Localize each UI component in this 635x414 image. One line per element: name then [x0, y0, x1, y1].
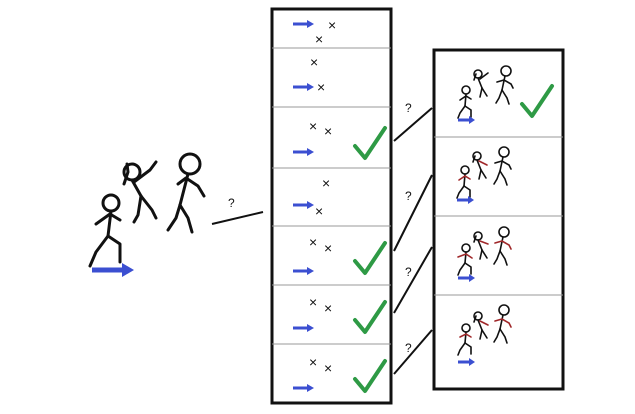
middle-panel: × × × × × × ×	[270, 7, 393, 405]
stick-figure-icon	[457, 85, 472, 119]
stick-figure-icon	[493, 226, 512, 266]
middle-row: × ×	[293, 17, 336, 47]
connector-label: ?	[405, 189, 412, 203]
arrow-right-icon	[293, 324, 314, 332]
x-mark-icon: ×	[315, 31, 323, 47]
arrow-right-icon	[293, 83, 314, 91]
middle-row: × ×	[293, 234, 387, 275]
right-row	[456, 146, 512, 204]
x-mark-icon: ×	[309, 234, 317, 250]
x-mark-icon: ×	[309, 294, 317, 310]
arrow-right-icon	[293, 148, 314, 156]
x-mark-icon: ×	[309, 118, 317, 134]
x-mark-icon: ×	[324, 300, 332, 316]
figure-trio	[457, 304, 512, 356]
arrow-right-icon	[458, 358, 475, 366]
connector-line	[393, 246, 433, 314]
stick-figure-icon	[457, 243, 473, 276]
arrow-right-icon	[293, 384, 314, 392]
figure-trio	[456, 146, 512, 199]
stick-figure-icon	[122, 160, 158, 224]
right-panel	[432, 48, 565, 391]
x-mark-icon: ×	[324, 240, 332, 256]
arrow-right-icon	[293, 20, 314, 28]
stick-figure-icon	[472, 151, 488, 180]
main-connector-line	[211, 211, 264, 225]
arrow-right-icon	[458, 116, 475, 124]
x-mark-icon: ×	[328, 17, 336, 33]
stick-figure-icon	[457, 323, 472, 356]
connector-label: ?	[405, 265, 412, 279]
right-connectors	[393, 107, 433, 375]
stick-figure-icon	[88, 193, 122, 268]
connector-line	[393, 329, 433, 375]
arrow-right-icon	[293, 201, 314, 209]
figure-trio	[457, 65, 514, 119]
x-mark-icon: ×	[324, 123, 332, 139]
stick-figure-icon	[495, 65, 514, 105]
x-mark-icon: ×	[309, 354, 317, 370]
arrow-right-icon	[458, 274, 475, 282]
right-row	[457, 226, 512, 282]
stick-figure-icon	[473, 69, 489, 98]
x-mark-icon: ×	[317, 79, 325, 95]
middle-row: × ×	[293, 118, 387, 160]
stick-figure-icon	[456, 165, 471, 199]
x-mark-icon: ×	[315, 203, 323, 219]
stick-figure-icon	[493, 146, 512, 186]
stick-figure-icon	[473, 231, 489, 260]
arrow-right-icon	[457, 196, 474, 204]
x-mark-icon: ×	[322, 175, 330, 191]
connector-label: ?	[405, 341, 412, 355]
middle-row: × ×	[293, 354, 387, 393]
x-mark-icon: ×	[310, 54, 318, 70]
main-connector-label: ?	[228, 196, 235, 210]
right-row	[457, 65, 554, 124]
arrow-right-icon	[293, 267, 314, 275]
stick-figure-icon	[493, 304, 512, 344]
connector-line	[393, 107, 433, 142]
arrow-right-icon	[92, 263, 134, 277]
middle-row: × ×	[293, 175, 330, 219]
connector-label: ?	[405, 101, 412, 115]
main-figure-group	[88, 152, 206, 268]
stick-figure-icon	[473, 311, 489, 340]
figure-trio	[457, 226, 512, 276]
x-mark-icon: ×	[324, 360, 332, 376]
right-row	[457, 304, 512, 366]
middle-row: × ×	[293, 294, 387, 334]
middle-row: × ×	[293, 54, 325, 95]
stick-figure-icon	[166, 152, 206, 234]
connector-line	[393, 174, 433, 252]
